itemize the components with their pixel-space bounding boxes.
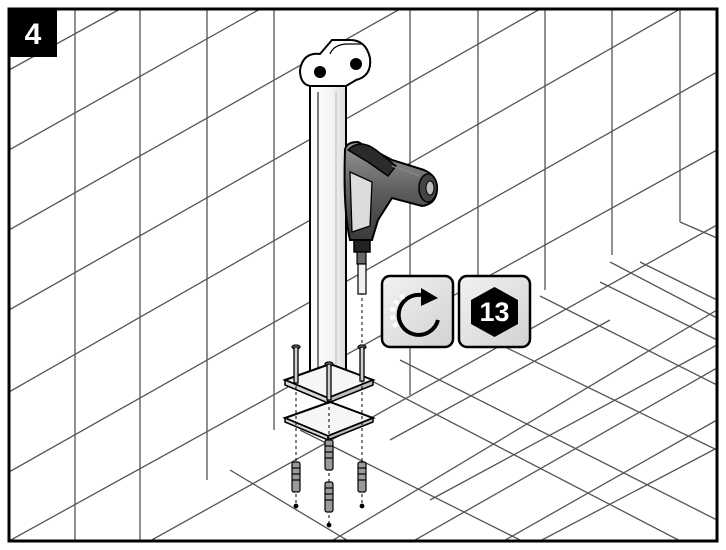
bracket-hole [350,58,362,70]
step-number: 4 [25,18,42,51]
wall-anchor [357,461,367,509]
wall-anchor [324,481,334,528]
support-post [298,39,372,375]
screws [291,344,367,401]
bracket-hole [314,66,326,78]
wall-anchors [291,439,367,528]
rotation-panel [380,274,455,349]
wall-anchor [324,439,334,471]
wrench-size-value: 13 [479,297,509,327]
screw [357,344,367,382]
wall-anchor [291,461,301,509]
socket-bit [357,263,367,295]
screw [291,344,301,384]
screw [324,361,334,401]
hex-nut-icon [471,287,518,337]
step-number-badge: 4 [9,9,57,57]
clockwise-rotation-icon [389,288,440,337]
illustration-frame [7,7,719,543]
wrench-size-panel: 13 [457,274,532,349]
power-drill [343,140,439,295]
floor-tile-grid [229,261,717,541]
